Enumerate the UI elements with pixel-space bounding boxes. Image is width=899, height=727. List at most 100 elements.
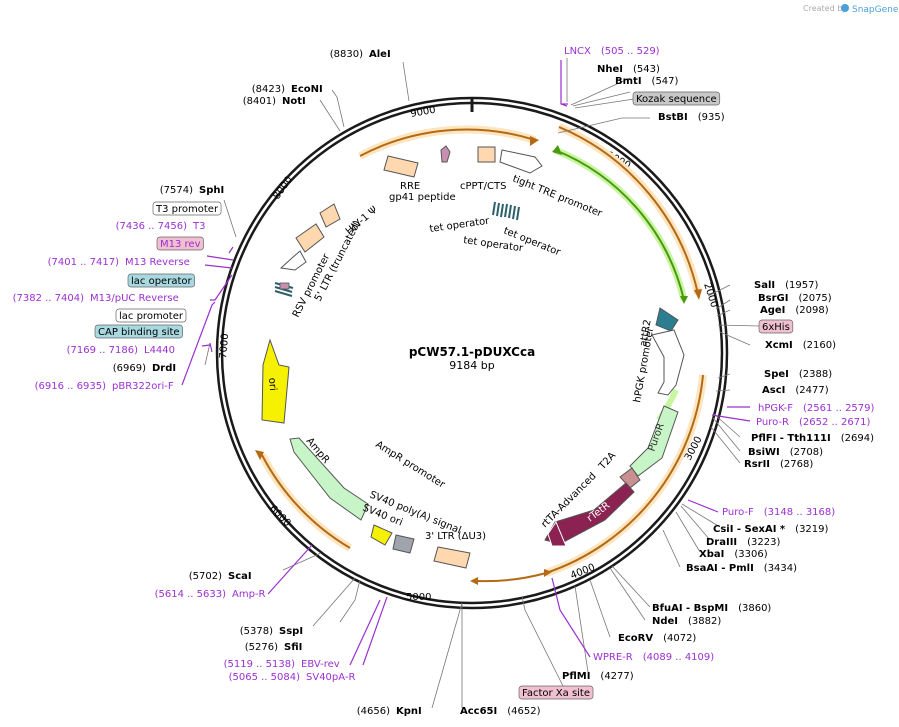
site-name: Amp-R [232, 589, 266, 600]
site-label: Kozak sequence [632, 91, 721, 106]
site-name: SalI [754, 280, 775, 291]
site-label: (7169 .. 7186)L4440 [67, 345, 175, 356]
site-label: BfuAI - BspMI(3860) [652, 603, 771, 614]
site-name: BfuAI - BspMI [652, 603, 728, 614]
site-position: (2388) [799, 369, 832, 380]
site-position: (7401 .. 7417) [48, 257, 120, 268]
site-label: SpeI(2388) [764, 369, 832, 380]
site-name: BsrGI [758, 293, 788, 304]
site-name: M13 Reverse [125, 257, 190, 268]
site-position: (2694) [841, 433, 874, 444]
site-label: SalI (1957) [754, 280, 818, 291]
site-label: hPGK-F(2561 .. 2579) [758, 403, 875, 414]
site-position: (2075) [798, 293, 831, 304]
tick-label: 6000 [267, 503, 293, 529]
site-label: (7382 .. 7404)M13/pUC Reverse [13, 293, 179, 304]
feature-label: 3' LTR (ΔU3) [425, 531, 486, 542]
site-name: BstBI [658, 112, 688, 123]
tick-label: 8000 [271, 175, 295, 202]
site-position: (4656) [357, 706, 390, 717]
site-name: ScaI [228, 571, 252, 582]
site-position: (5378) [240, 626, 273, 637]
site-position: (2561 .. 2579) [803, 403, 875, 414]
site-label: (5276) SfiI [245, 642, 303, 653]
site-position: (2708) [790, 447, 823, 458]
feature-label: T2A [596, 450, 618, 473]
site-label: BsiWI(2708) [748, 447, 823, 458]
site-label: Factor Xa site [518, 685, 594, 700]
feature-arc-c-line [545, 374, 704, 574]
site-name: CsiI - SexAI * [713, 524, 786, 535]
site-label-box [632, 91, 721, 106]
site-position: (4089 .. 4109) [643, 652, 715, 663]
site-label: (8423)EcoNI [252, 84, 323, 95]
site-name: XbaI [699, 549, 724, 560]
site-label: PflMI (4277) [562, 671, 634, 682]
site-position: (3882) [688, 616, 721, 627]
feature-ring [255, 123, 707, 585]
site-label: (5119 .. 5138)EBV-rev [224, 659, 340, 670]
site-position: (4072) [663, 633, 696, 644]
site-name: M13/pUC Reverse [90, 293, 179, 304]
site-position: (1957) [785, 280, 818, 291]
lac-operator-feature [274, 282, 294, 297]
brand-text: SnapGene [852, 5, 899, 15]
rsv-promoter-feature [279, 250, 307, 271]
site-label: (5614 .. 5633)Amp-R [155, 589, 266, 600]
site-label-box [127, 273, 195, 288]
site-name: lac operator [131, 276, 192, 287]
site-label: lac operator [127, 273, 195, 288]
site-name: CAP binding site [98, 327, 180, 338]
site-label: (5065 .. 5084)SV40pA-R [229, 672, 356, 683]
puror-feature [629, 405, 679, 477]
site-name: XcmI [765, 340, 793, 351]
site-label: (6916 .. 6935) pBR322ori-F [35, 381, 174, 392]
site-name: NheI [597, 64, 623, 75]
site-label: Puro-R(2652 .. 2671) [756, 417, 870, 428]
tick-label: 9000 [410, 105, 437, 120]
site-label-box [152, 201, 222, 216]
snapgene-logo: SnapGene [841, 4, 899, 15]
hiv-psi-feature [319, 203, 341, 228]
site-label: AgeI(2098) [760, 305, 829, 316]
ampr-feature [289, 437, 369, 521]
feature-label: gp41 peptide [389, 192, 456, 203]
site-label: (8830)AleI [330, 49, 391, 60]
site-label: (7574)SphI [160, 185, 224, 196]
site-label: T3 promoter [152, 201, 222, 216]
site-position: (7574) [160, 185, 193, 196]
attr2-feature [655, 307, 679, 332]
site-label: BmtI(547) [615, 76, 679, 87]
site-position: (6916 .. 6935) [35, 381, 107, 392]
site-label: BstBI(935) [658, 112, 725, 123]
feature-label: tight TRE promoter [511, 174, 604, 220]
feature-shapes [261, 145, 685, 569]
site-name: M13 rev [160, 239, 201, 250]
site-position: (2160) [803, 340, 836, 351]
site-position: (5276) [245, 642, 278, 653]
site-name: Acc65I [460, 706, 497, 717]
site-position: (7436 .. 7456) [116, 221, 188, 232]
primer-markers [181, 60, 751, 666]
site-label: (7401 .. 7417) M13 Reverse [48, 257, 190, 268]
site-label: Acc65I(4652) [460, 706, 541, 717]
feature-label: tet operator [429, 216, 491, 235]
site-name: PflMI [562, 671, 590, 682]
site-name: T3 promoter [155, 204, 219, 215]
site-name: AgeI [760, 305, 785, 316]
hpgk-promoter-feature [651, 329, 685, 396]
tet-operator-feature [492, 201, 520, 221]
site-position: (2477) [795, 385, 828, 396]
site-name: WPRE-R [593, 652, 633, 663]
tre-promoter-feature [499, 149, 543, 174]
site-position: (3434) [764, 563, 797, 574]
site-name: pBR322ori-F [112, 381, 174, 392]
ltr5-feature [295, 223, 325, 253]
site-name: SspI [279, 626, 303, 637]
feature-label: attR2 [638, 319, 654, 348]
site-position: (4277) [600, 671, 633, 682]
site-name: SfiI [284, 642, 302, 653]
site-label: (6969)DrdI [113, 363, 176, 374]
plasmid-size: 9184 bp [449, 359, 494, 372]
site-name: NotI [282, 96, 306, 107]
